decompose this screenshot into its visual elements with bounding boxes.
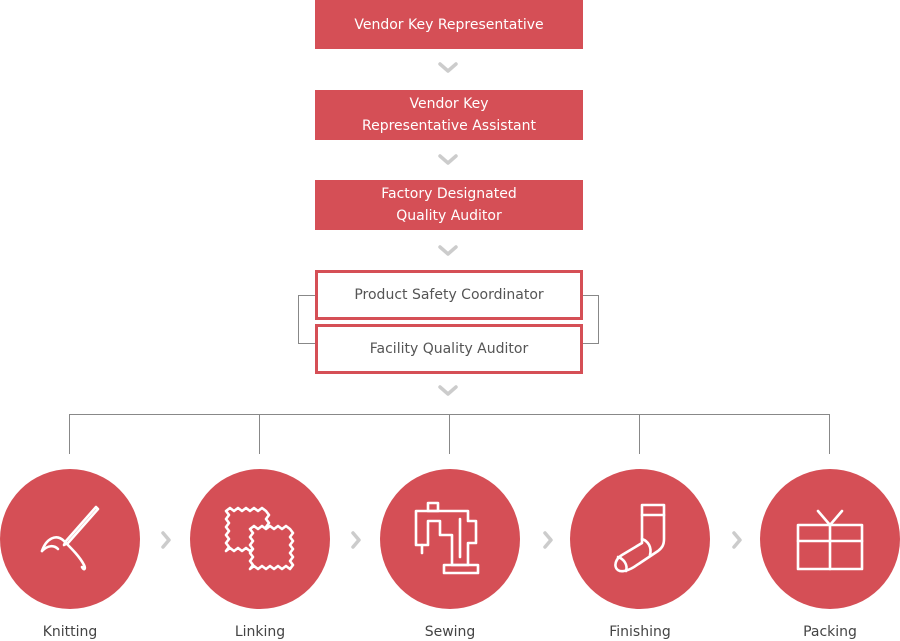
step-sewing (380, 469, 520, 609)
step-packing (760, 469, 900, 609)
step-linking (190, 469, 330, 609)
step-knitting (0, 469, 140, 609)
chevron-right-icon (161, 531, 171, 549)
chevron-down-icon (438, 385, 458, 396)
role-factory-designated-quality-auditor: Factory Designated Quality Auditor (315, 180, 583, 230)
role-vendor-key-representative-assistant: Vendor Key Representative Assistant (315, 90, 583, 140)
connector-packing (829, 414, 830, 454)
chevron-down-icon (438, 245, 458, 256)
sewing-machine-icon (414, 501, 480, 575)
step-label-linking: Linking (234, 624, 286, 640)
step-label-knitting: Knitting (42, 624, 98, 640)
step-finishing (570, 469, 710, 609)
chevron-down-icon (438, 154, 458, 165)
chevron-right-icon (351, 531, 361, 549)
bracket-right (582, 295, 599, 344)
role-product-safety-coordinator: Product Safety Coordinator (315, 270, 583, 320)
connector-knitting (69, 414, 70, 454)
needle-thread-icon (40, 505, 100, 571)
role-vendor-key-representative: Vendor Key Representative (315, 0, 583, 49)
connector-finishing (639, 414, 640, 454)
sock-icon (614, 503, 666, 573)
chevron-right-icon (543, 531, 553, 549)
chevron-right-icon (732, 531, 742, 549)
connector-sewing (449, 414, 450, 454)
step-label-finishing: Finishing (609, 624, 671, 640)
gift-box-icon (796, 509, 864, 571)
fabric-swatches-icon (224, 506, 295, 571)
step-label-packing: Packing (803, 624, 857, 640)
step-label-sewing: Sewing (424, 624, 476, 640)
connector-linking (259, 414, 260, 454)
bracket-left (298, 295, 315, 344)
chevron-down-icon (438, 62, 458, 73)
role-facility-quality-auditor: Facility Quality Auditor (315, 324, 583, 374)
